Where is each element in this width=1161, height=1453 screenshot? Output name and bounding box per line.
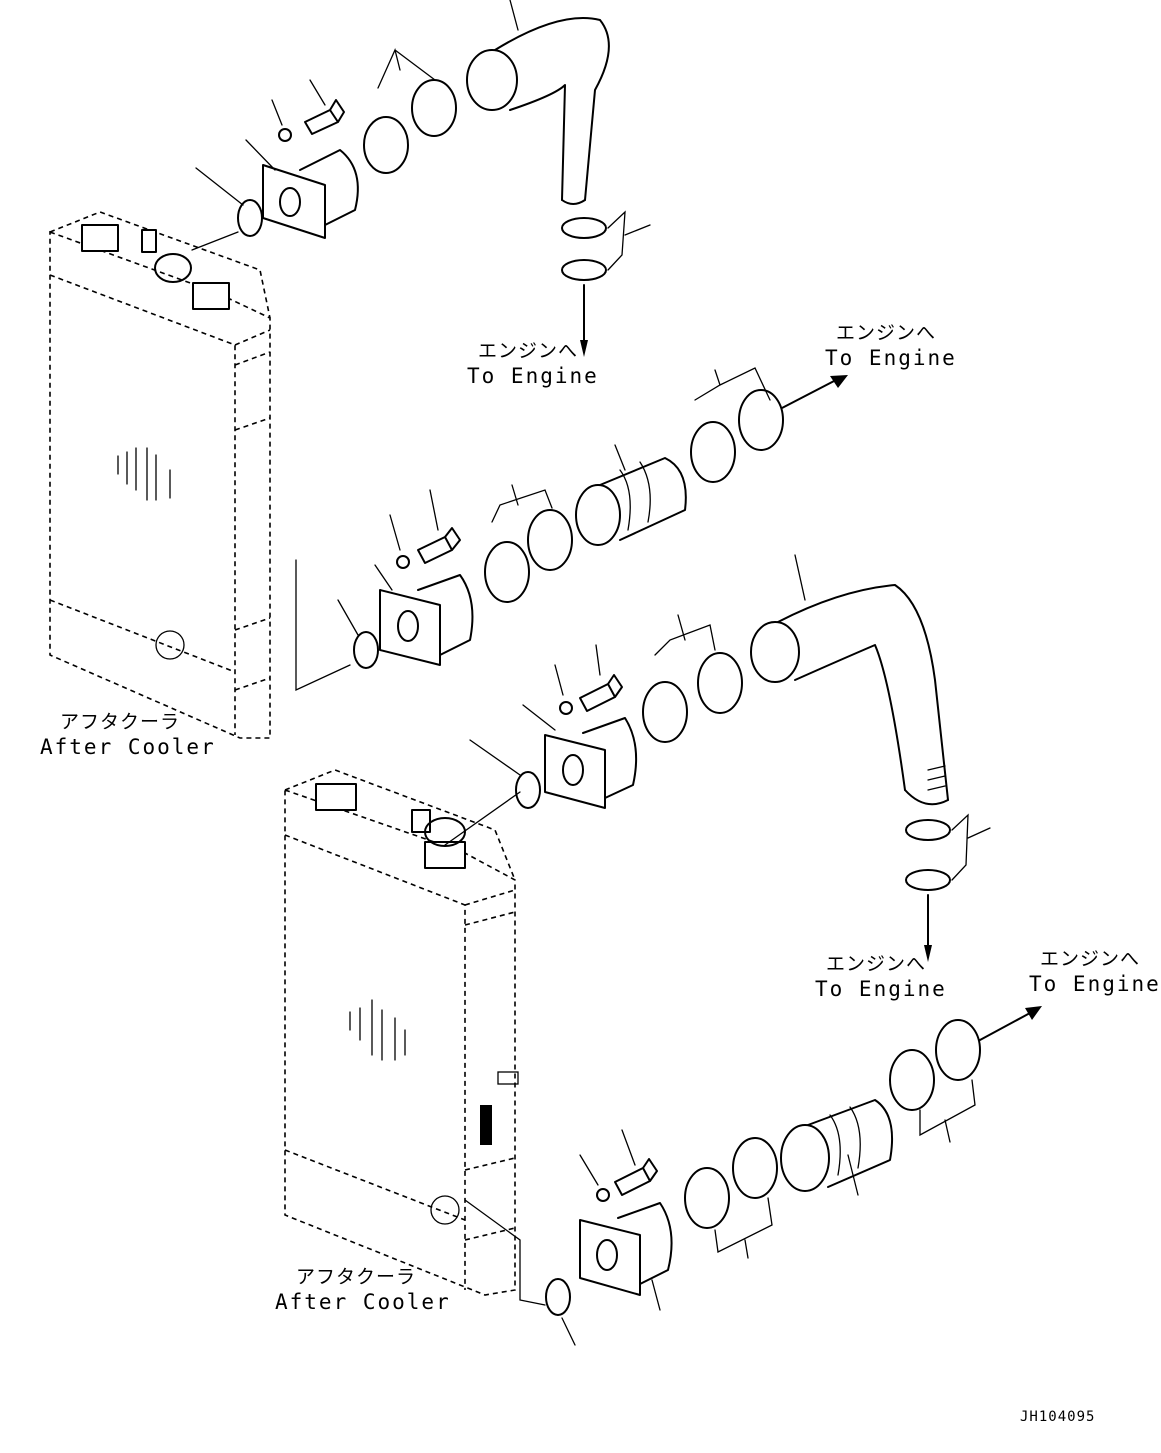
after-cooler-upper (49, 211, 271, 739)
bolt (417, 527, 461, 564)
hose-clamp (411, 79, 457, 137)
hose-clamp (732, 1137, 778, 1199)
after-cooler-lower (284, 769, 519, 1296)
vent-marks-lower (349, 999, 406, 1061)
connector-flange (579, 1219, 641, 1296)
vent-marks-upper (117, 447, 171, 501)
hose-clamp (684, 1167, 730, 1229)
o-ring (353, 631, 379, 669)
after-cooler-lower-en: After Cooler (275, 1290, 451, 1314)
to-engine-jp-4: エンジンへ (1040, 948, 1141, 970)
washer (559, 701, 573, 715)
to-engine-en-1: To Engine (467, 364, 599, 388)
hose-clamp (642, 681, 688, 743)
flow-arrow (979, 1012, 1031, 1041)
hose-straight (575, 457, 687, 546)
hose-clamp (905, 869, 951, 891)
to-engine-jp-1: エンジンへ (478, 340, 579, 362)
hose-clamp (697, 652, 743, 714)
to-engine-en-3: To Engine (815, 977, 947, 1001)
assembly-3 (469, 554, 991, 962)
o-ring (237, 199, 263, 237)
connector-flange (544, 734, 606, 809)
to-engine-en-4: To Engine (1029, 972, 1161, 996)
hose-elbow (466, 17, 610, 205)
washer (396, 555, 410, 569)
hose-straight (780, 1099, 894, 1192)
hose-elbow (750, 584, 949, 806)
to-engine-jp-2: エンジンへ (836, 322, 937, 344)
bolt (614, 1158, 658, 1196)
assembly-4 (545, 1006, 1042, 1346)
washer (278, 128, 292, 142)
washer (596, 1188, 610, 1202)
hose-clamp (905, 819, 951, 841)
hose-clamp (935, 1019, 981, 1081)
hose-clamp (561, 217, 607, 239)
bolt (304, 99, 345, 135)
hose-clamp (527, 509, 573, 571)
hose-clamp (363, 116, 409, 174)
hose-clamp (690, 421, 736, 483)
flow-arrow (781, 379, 837, 409)
assembly-1 (195, 0, 651, 357)
assembly-2 (337, 367, 848, 669)
o-ring (515, 771, 541, 809)
hose-clamp (738, 389, 784, 451)
after-cooler-upper-en: After Cooler (40, 735, 216, 759)
after-cooler-lower-jp: アフタクーラ (296, 1266, 417, 1288)
drawing-code: JH104095 (1020, 1409, 1096, 1425)
hose-clamp (484, 541, 530, 603)
connector-flange (379, 589, 441, 666)
connector-flange (262, 164, 326, 239)
hose-clamp (889, 1049, 935, 1111)
bolt (579, 674, 623, 712)
to-engine-jp-3: エンジンへ (826, 953, 927, 975)
hose-clamp (561, 259, 607, 281)
after-cooler-upper-jp: アフタクーラ (60, 711, 181, 733)
o-ring (545, 1278, 571, 1316)
to-engine-en-2: To Engine (825, 346, 957, 370)
label-plate-lower (480, 1105, 492, 1145)
